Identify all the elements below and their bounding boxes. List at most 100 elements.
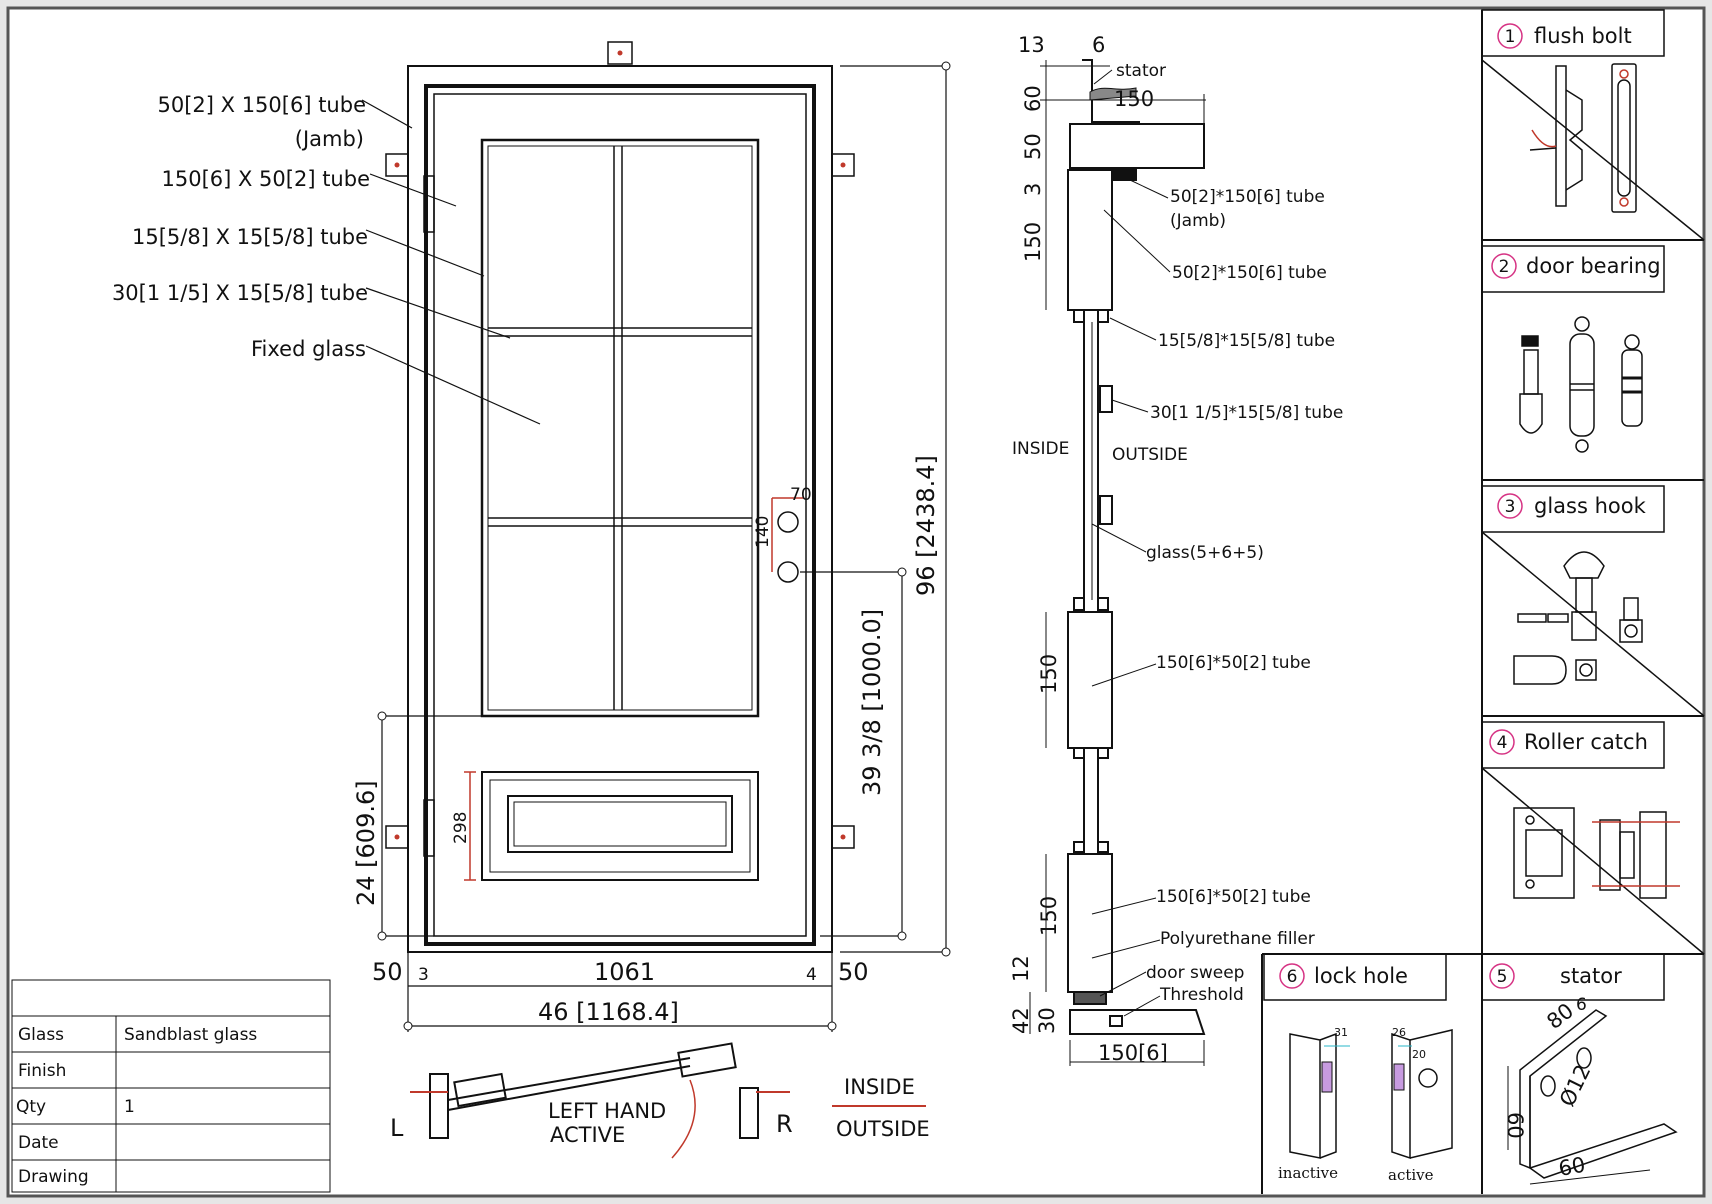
svg-text:31: 31 [1334,1026,1348,1039]
sec-dim-v50: 50 [1021,133,1045,160]
dim-lower-height: 24 [609.6] [352,780,380,906]
swing-active-line2: ACTIVE [550,1123,625,1147]
spec-label-glass: Glass [18,1025,64,1045]
callout-fixed-glass: Fixed glass [251,337,366,361]
sec-dim-v150: 150 [1021,222,1045,262]
svg-text:4: 4 [1497,733,1508,753]
sec-label-threshold: Threshold [1159,985,1244,1005]
sec-dim-v3: 3 [1021,183,1045,196]
swing-outside: OUTSIDE [836,1117,930,1141]
sec-label-inside: INSIDE [1012,439,1069,459]
svg-text:20: 20 [1412,1048,1426,1061]
callout-rail-tube: 30[1 1/5] X 15[5/8] tube [112,281,368,305]
spec-label-finish: Finish [18,1061,66,1081]
sheet-border [6,6,1706,1198]
svg-text:5: 5 [1497,967,1508,987]
sec-dim-bot150: 150 [1037,896,1061,936]
dim-handle-h: 70 [790,485,812,505]
dim-door-width: 1061 [594,958,655,986]
sec-label-sweep: door sweep [1146,963,1244,983]
dim-right-margin: 50 [838,958,869,986]
lock-hole-drawing [1289,1029,1453,1160]
sec-dim-bottom-width: 150[6] [1098,1041,1168,1065]
sec-label-jamb-tube: 50[2]*150[6] tube [1170,187,1325,207]
sec-label-bar-tube: 15[5/8]*15[5/8] tube [1158,331,1335,351]
callout-jamb-tube: 50[2] X 150[6] tube [157,93,366,117]
detail-title-4: 4 Roller catch [1489,729,1648,755]
spec-label-qty: Qty [16,1097,46,1117]
sec-label-jamb-tag: (Jamb) [1170,211,1226,231]
swing-label-right: R [776,1110,793,1138]
sec-label-glass: glass(5+6+5) [1146,543,1264,563]
lock-hole-inactive-label: inactive [1278,1164,1338,1182]
sec-dim-v60: 60 [1021,85,1045,112]
detail-panels [1261,9,1705,1194]
glass-hook-drawing [1513,551,1643,685]
detail-title-5: 5 stator [1489,963,1622,989]
dim-overall-width: 46 [1168.4] [538,998,679,1026]
detail-title-lock-hole: lock hole [1314,964,1408,988]
sec-label-stator: stator [1116,61,1166,81]
lock-hole-dims: 31 26 20 [1334,1026,1426,1061]
lock-hole-active-label: active [1388,1166,1434,1184]
elevation-callouts: 50[2] X 150[6] tube (Jamb) 150[6] X 50[2… [112,93,541,425]
svg-text:2: 2 [1499,257,1510,277]
swing-inside: INSIDE [844,1075,915,1099]
spec-table-text: Glass Sandblast glass Finish Qty 1 Date … [16,1025,257,1187]
detail-title-6: 6 lock hole [1279,963,1408,989]
sec-label-outside: OUTSIDE [1112,445,1188,465]
sec-dim-v12: 12 [1009,955,1033,982]
svg-text:60: 60 [1503,1112,1527,1139]
sec-dim-v30: 30 [1035,1007,1059,1034]
svg-text:26: 26 [1392,1026,1406,1039]
sec-label-rail-tube: 30[1 1/5]*15[5/8] tube [1150,403,1343,423]
callout-bar-tube: 15[5/8] X 15[5/8] tube [132,225,368,249]
svg-text:6: 6 [1287,967,1298,987]
detail-title-flush-bolt: flush bolt [1534,24,1632,48]
sec-label-filler: Polyurethane filler [1160,929,1315,949]
detail-title-glass-hook: glass hook [1534,494,1647,518]
detail-title-2: 2 door bearing [1491,253,1661,279]
door-elevation [385,41,855,953]
detail-title-roller-catch: Roller catch [1524,730,1648,754]
svg-text:6: 6 [1576,995,1587,1015]
sec-label-mid-tube: 150[6]*50[2] tube [1156,653,1311,673]
sec-dim-a: 13 [1018,33,1045,57]
spec-value-glass: Sandblast glass [124,1025,257,1045]
svg-text:1: 1 [1505,27,1516,47]
dim-right-gap: 4 [806,965,817,985]
callout-frame-tube: 150[6] X 50[2] tube [161,167,370,191]
spec-value-qty: 1 [124,1097,135,1117]
svg-text:3: 3 [1505,497,1516,517]
dim-left-gap: 3 [418,965,429,985]
svg-text:60: 60 [1557,1153,1587,1181]
swing-label-left: L [390,1114,404,1142]
sec-label-frame-tube: 50[2]*150[6] tube [1172,263,1327,283]
callout-jamb-tag: (Jamb) [295,127,364,151]
stator-angle-drawing [1507,1009,1678,1185]
flush-bolt-drawing [1529,63,1637,213]
sec-label-bottom-tube: 150[6]*50[2] tube [1156,887,1311,907]
detail-title-door-bearing: door bearing [1526,254,1661,278]
section-view: 13 6 150 60 50 3 150 stator 50[2]*150[6]… [1009,33,1343,1066]
dim-height-total: 96 [2438.4] [912,455,940,596]
dim-handle-v: 140 [753,516,773,548]
door-bearing-drawing [1519,316,1643,453]
swing-active-line1: LEFT HAND [548,1099,666,1123]
elevation-dimensions: 70 140 96 [2438.4] 39 3/8 [1000.0] 298 2… [352,61,951,1032]
spec-label-date: Date [18,1133,59,1153]
detail-title-stator: stator [1560,964,1622,988]
dim-handle-height: 39 3/8 [1000.0] [858,609,886,796]
sec-dim-c: 150 [1114,87,1154,111]
sec-dim-v42: 42 [1009,1007,1033,1034]
roller-catch-drawing [1513,807,1680,899]
swing-diagram: L R LEFT HAND ACTIVE INSIDE OUTSIDE [390,1042,930,1159]
detail-title-3: 3 glass hook [1497,493,1647,519]
sec-dim-mid150: 150 [1037,654,1061,694]
spec-table [11,979,331,1193]
detail-title-1: 1 flush bolt [1497,23,1632,49]
spec-label-drawing: Drawing [18,1167,89,1187]
sec-dim-b: 6 [1092,33,1105,57]
dim-left-margin: 50 [372,958,403,986]
